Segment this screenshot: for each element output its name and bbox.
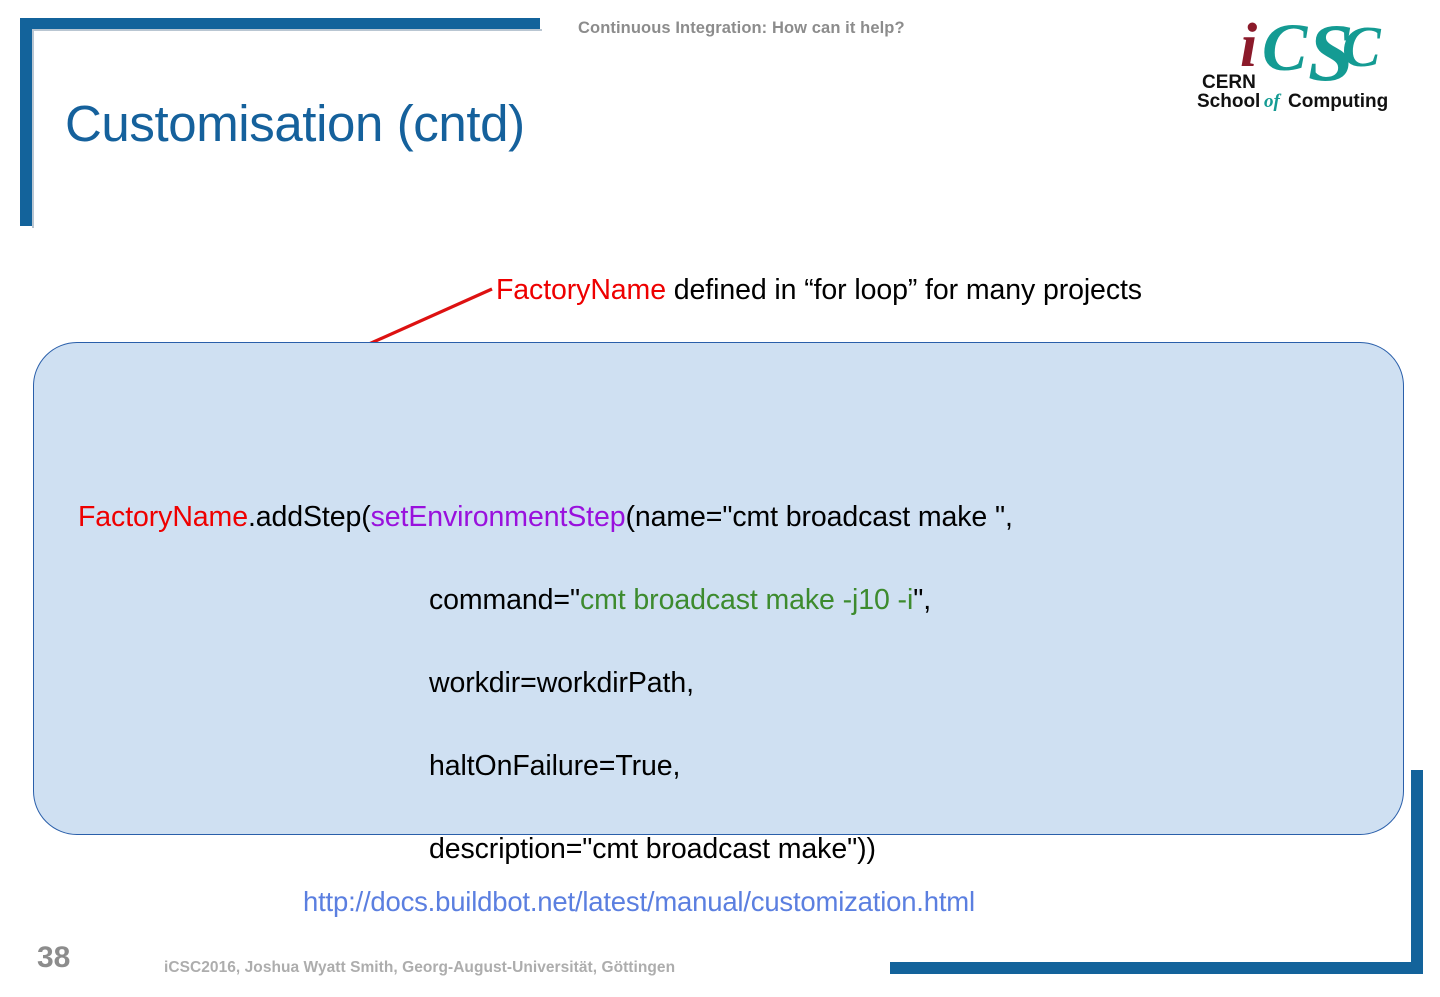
logo-letter-s: S	[1308, 8, 1354, 98]
annotation-rest: defined in “for loop” for many projects	[665, 274, 1142, 306]
code-line-2: command="cmt broadcast make -j10 -i",	[78, 580, 1013, 622]
annotation-highlight: FactoryName	[496, 274, 666, 306]
code-block: FactoryName.addStep(setEnvironmentStep(n…	[78, 455, 1013, 912]
logo-letter-i: i	[1240, 12, 1257, 80]
documentation-link[interactable]: http://docs.buildbot.net/latest/manual/c…	[303, 886, 975, 917]
code-setenvironmentstep: setEnvironmentStep	[370, 500, 626, 533]
frame-top-bar	[20, 18, 540, 29]
logo-text-of: of	[1264, 91, 1282, 112]
code-line-3: workdir=workdirPath,	[429, 666, 694, 699]
frame-left-bar-shadow	[32, 20, 34, 228]
frame-left-bar	[20, 18, 32, 226]
logo-text-computing: Computing	[1288, 91, 1388, 112]
frame-top-bar-shadow	[22, 29, 542, 31]
frame-right-bar	[1411, 770, 1423, 974]
code-panel	[33, 342, 1404, 835]
code-line-4: haltOnFailure=True,	[429, 749, 681, 782]
code-command-value: cmt broadcast make -j10 -i	[580, 583, 914, 616]
annotation-text: FactoryName defined in “for loop” for ma…	[496, 274, 1142, 307]
page-title: Customisation (cntd)	[65, 95, 525, 152]
code-name-arg: (name="cmt broadcast make ",	[625, 500, 1013, 533]
frame-bottom-bar	[890, 962, 1423, 974]
page-number: 38	[37, 941, 71, 974]
header-title: Continuous Integration: How can it help?	[578, 19, 905, 37]
logo-letter-c1: C	[1262, 9, 1308, 85]
footer-attribution: iCSC2016, Joshua Wyatt Smith, Georg-Augu…	[164, 959, 676, 976]
code-command-key: command="	[429, 583, 580, 616]
logo-text-school: School	[1197, 91, 1260, 112]
icsc-logo: C S C i CERN School of Computing	[1192, 7, 1424, 112]
code-command-tail: ",	[913, 583, 932, 616]
code-addstep: .addStep(	[247, 500, 371, 533]
logo-text-cern: CERN	[1202, 72, 1256, 93]
code-line-1: FactoryName.addStep(setEnvironmentStep(n…	[78, 497, 1013, 539]
code-line-5: description="cmt broadcast make"))	[429, 832, 876, 865]
logo-letter-c2: C	[1342, 14, 1382, 79]
code-factoryname: FactoryName	[78, 500, 248, 533]
